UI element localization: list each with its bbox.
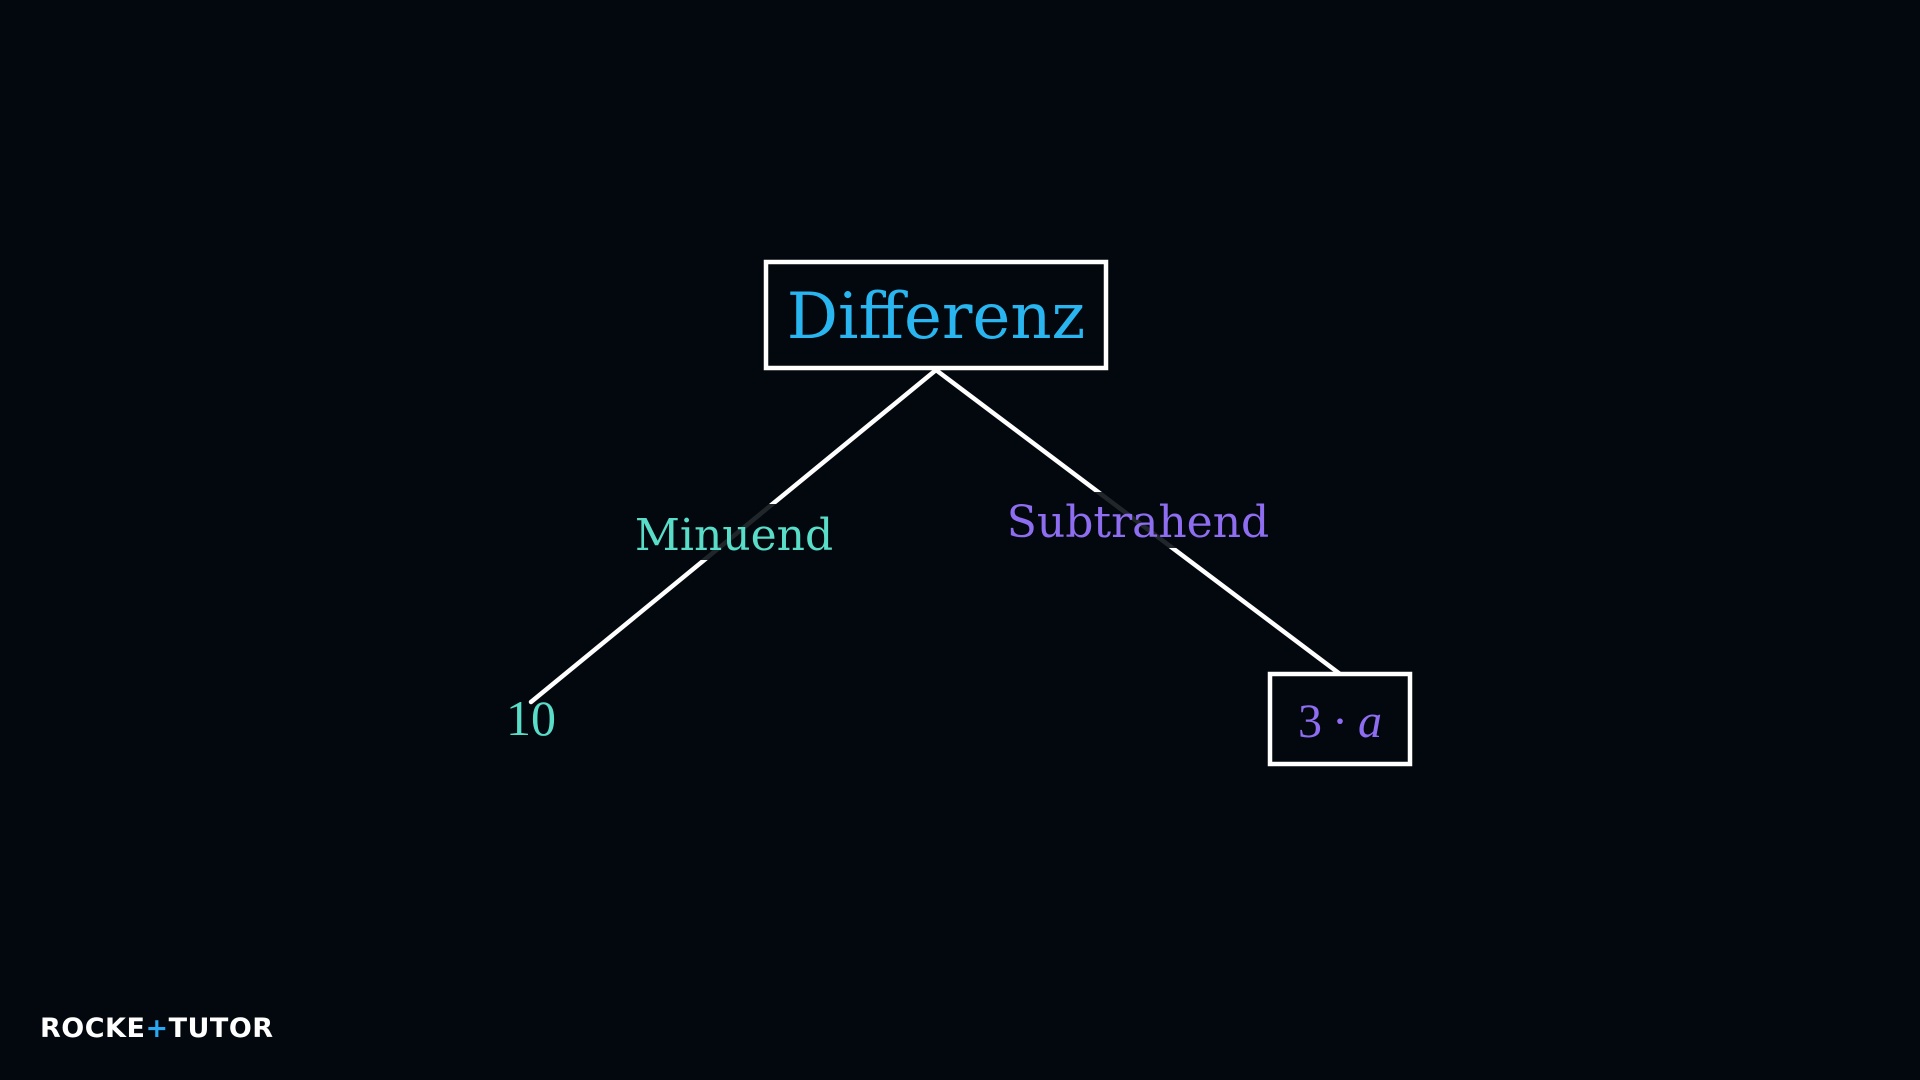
logo-text-end: TUTOR (168, 1012, 274, 1044)
right-leaf-operator: · (1332, 695, 1348, 748)
right-leaf-number: 3 (1298, 695, 1322, 748)
root-node-box (763, 259, 1109, 371)
edge-label-left-bg (636, 504, 832, 560)
edge-label-right-bg (1006, 492, 1270, 548)
right-leaf-box (1267, 671, 1413, 767)
edge-label-left: Minuend (635, 510, 833, 561)
rockettutor-logo: ROCKE+TUTOR (40, 1012, 274, 1044)
root-node-label: Differenz (787, 280, 1086, 354)
left-leaf-value: 10 (506, 690, 556, 746)
right-leaf-variable: a (1358, 695, 1382, 748)
edge-label-right: Subtrahend (1007, 497, 1269, 548)
right-leaf-expression: 3·a (1298, 695, 1382, 748)
logo-text-start: ROCKE (40, 1012, 146, 1044)
logo-plus-icon: + (145, 1012, 169, 1044)
